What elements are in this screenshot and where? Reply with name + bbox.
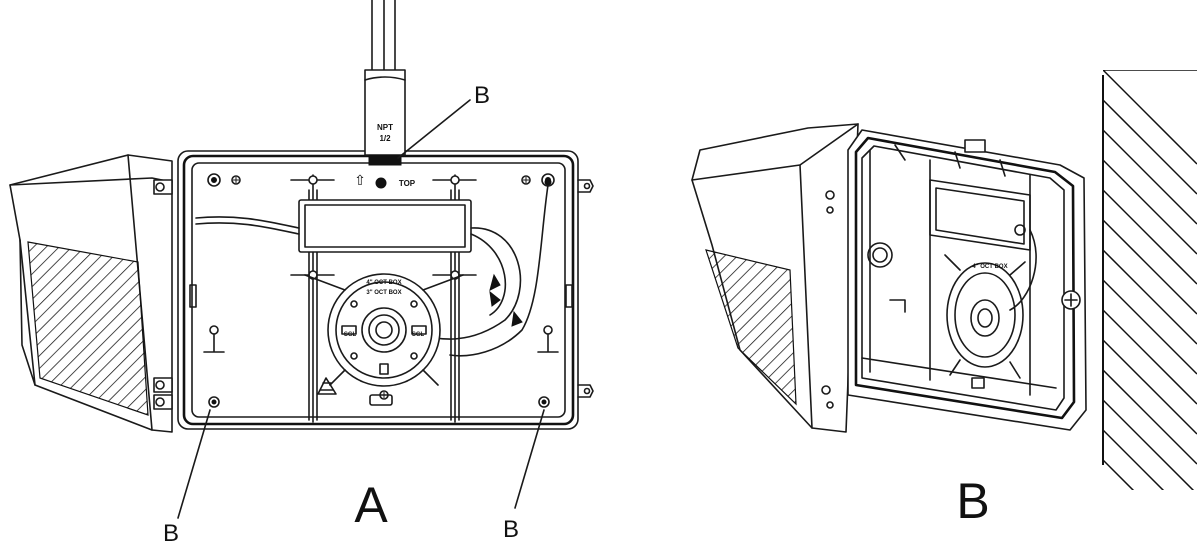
conduit-npt-label: NPT bbox=[377, 123, 393, 132]
wiring-with-connectors bbox=[419, 178, 552, 357]
junction-box-plate-angled: 4" OCT BOX bbox=[944, 254, 1026, 389]
callout-b-top: B bbox=[474, 82, 490, 109]
wall-hatching bbox=[1102, 70, 1197, 490]
open-front-cover bbox=[9, 154, 173, 433]
plate-label-sgl-right: SGL bbox=[412, 332, 425, 338]
panel-b-diagram: 4" OCT BOX B bbox=[691, 70, 1197, 529]
panel-a-label: A bbox=[354, 477, 388, 533]
top-arrow-icon: ⇧ bbox=[354, 172, 366, 188]
conduit-size-label: 1/2 bbox=[379, 134, 391, 143]
top-orientation-mark: TOP bbox=[399, 179, 416, 188]
open-front-cover-angled bbox=[691, 123, 859, 433]
mounting-rails bbox=[290, 174, 477, 423]
led-driver bbox=[195, 199, 472, 253]
callout-line-bottom-right bbox=[514, 409, 545, 509]
junction-box-mounting-plate: 4" OCT BOX 3" OCT BOX SGL SGL bbox=[304, 273, 464, 400]
plate-label-3in-oct: 3" OCT BOX bbox=[366, 290, 401, 296]
panel-b-label: B bbox=[956, 473, 989, 529]
callout-line-bottom-left bbox=[177, 409, 211, 519]
plate-label-4in-oct: 4" OCT BOX bbox=[366, 280, 401, 286]
callout-b-bottom-right: B bbox=[503, 516, 519, 543]
wiring-angled bbox=[1009, 229, 1037, 311]
cover-vent-hatching bbox=[27, 241, 149, 416]
plate-label-4in-oct-angled: 4" OCT BOX bbox=[972, 264, 1007, 270]
callout-b-bottom-left: B bbox=[163, 520, 179, 546]
conduit-half-inch-npt: NPT 1/2 bbox=[364, 0, 406, 166]
panel-a-diagram: NPT 1/2 ⇧ TOP bbox=[9, 0, 594, 546]
callout-line-top bbox=[397, 99, 471, 159]
latch-icon bbox=[369, 394, 393, 406]
hinge-screw-icon bbox=[153, 179, 173, 410]
recycle-icon bbox=[317, 377, 337, 395]
plate-label-sgl-left: SGL bbox=[344, 332, 357, 338]
